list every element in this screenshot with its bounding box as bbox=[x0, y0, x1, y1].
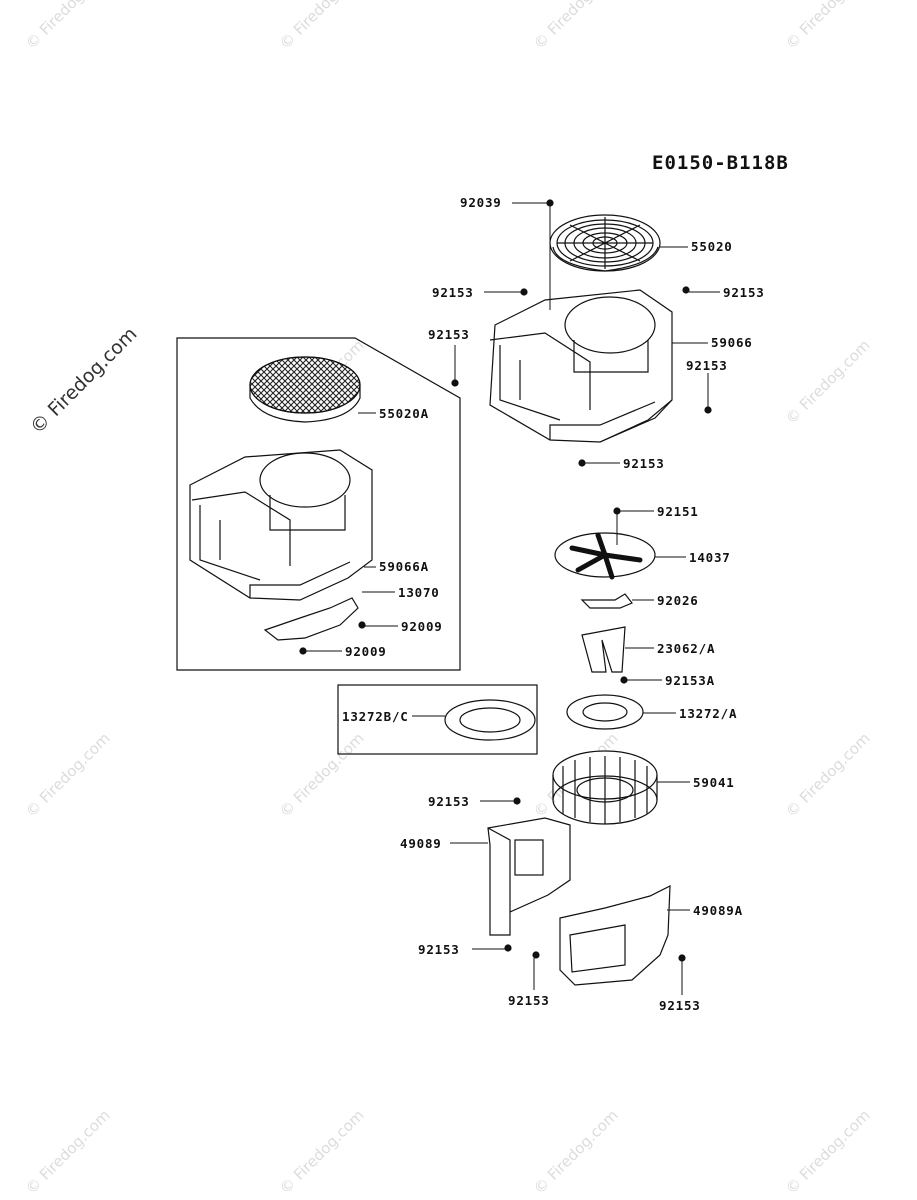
part-label: 59041 bbox=[693, 775, 735, 790]
part-label: 13272/A bbox=[679, 706, 737, 721]
part-label: 92026 bbox=[657, 593, 699, 608]
part-label: 92153 bbox=[428, 794, 470, 809]
part-label: 49089A bbox=[693, 903, 743, 918]
part-label: 92151 bbox=[657, 504, 699, 519]
part-label: 14037 bbox=[689, 550, 731, 565]
part-label: 55020 bbox=[691, 239, 733, 254]
part-labels: 92039 55020 92153 92153 92153 59066 9215… bbox=[342, 195, 765, 1013]
diagram-id: E0150-B118B bbox=[652, 152, 789, 174]
fan-plate bbox=[554, 532, 656, 580]
part-label: 92153 bbox=[428, 327, 470, 342]
part-label: 92153 bbox=[686, 358, 728, 373]
part-label: 92153 bbox=[623, 456, 665, 471]
grille-screen bbox=[549, 214, 661, 272]
part-label: 13070 bbox=[398, 585, 440, 600]
inset-box-59066A bbox=[176, 337, 461, 671]
part-label: 92153 bbox=[723, 285, 765, 300]
part-label: 23062/A bbox=[657, 641, 715, 656]
part-label: 92009 bbox=[401, 619, 443, 634]
part-label: 92153 bbox=[432, 285, 474, 300]
seal-plate-bc bbox=[444, 699, 536, 741]
part-label: 92153 bbox=[659, 998, 701, 1013]
fan-housing-shroud-alt bbox=[189, 449, 373, 601]
dust-screen bbox=[249, 356, 361, 423]
part-label: 59066 bbox=[711, 335, 753, 350]
fan-stand bbox=[581, 626, 626, 673]
part-label: 92153 bbox=[508, 993, 550, 1008]
part-label: 13272B/C bbox=[342, 709, 409, 724]
part-label: 92039 bbox=[460, 195, 502, 210]
cylinder-cover bbox=[487, 817, 571, 936]
inset-box-13272BC bbox=[337, 684, 538, 755]
part-label: 92153 bbox=[418, 942, 460, 957]
fan-housing-shroud bbox=[489, 289, 673, 443]
cooling-fan bbox=[552, 750, 658, 825]
leader-lines bbox=[306, 202, 720, 995]
mounting-bracket bbox=[580, 593, 633, 609]
part-label: 49089 bbox=[400, 836, 442, 851]
part-label: 92009 bbox=[345, 644, 387, 659]
seal-plate bbox=[566, 694, 644, 730]
part-label: 55020A bbox=[379, 406, 429, 421]
air-guide-plate bbox=[263, 597, 359, 641]
part-label: 92153A bbox=[665, 673, 715, 688]
part-label: 59066A bbox=[379, 559, 429, 574]
cylinder-cover-alt bbox=[559, 885, 671, 986]
